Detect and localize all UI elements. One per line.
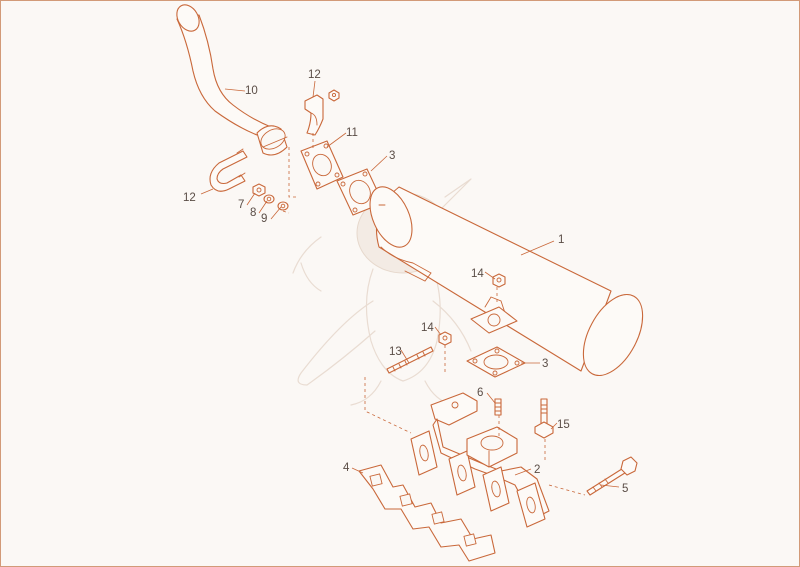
lower-gasket (466, 346, 526, 378)
manifold-gasket (358, 464, 496, 562)
callout-10: 10 (245, 85, 258, 97)
manifold-bolt-5 (586, 456, 638, 496)
pipe-bracket (304, 89, 340, 136)
callout-13: 13 (389, 346, 402, 358)
tail-pipe (176, 4, 288, 156)
callout-14-upper: 14 (471, 268, 484, 280)
callout-14-lower: 14 (421, 322, 434, 334)
callout-labels: 1 2 3 3 4 5 6 7 8 9 10 11 12 12 13 14 14… (183, 69, 628, 495)
exhaust-manifold (410, 392, 550, 528)
callout-5: 5 (622, 483, 628, 495)
callout-3-upper: 3 (389, 150, 395, 162)
adapter-flange (300, 140, 344, 190)
flange-nut-lower (438, 331, 452, 346)
callout-6: 6 (477, 387, 483, 399)
leader-lines (200, 80, 620, 488)
callout-1: 1 (558, 234, 564, 246)
callout-7: 7 (238, 199, 244, 211)
manifold-stud (494, 398, 502, 416)
callout-12-clamp: 12 (183, 192, 196, 204)
assembly-dashed-lines (282, 133, 586, 496)
stud-bolt (386, 346, 434, 374)
callout-3-lower: 3 (542, 358, 548, 370)
callout-2: 2 (534, 464, 540, 476)
callout-15: 15 (557, 419, 570, 431)
flange-nut-upper (492, 273, 506, 288)
callout-11: 11 (346, 127, 358, 139)
u-bolt-clamp (209, 148, 248, 192)
callout-8: 8 (250, 207, 256, 219)
callout-12-bracket: 12 (308, 69, 321, 81)
callout-9: 9 (261, 213, 267, 225)
flange-bolt-15 (534, 398, 554, 439)
nut-washer-set (252, 183, 289, 211)
callout-4: 4 (343, 462, 350, 474)
